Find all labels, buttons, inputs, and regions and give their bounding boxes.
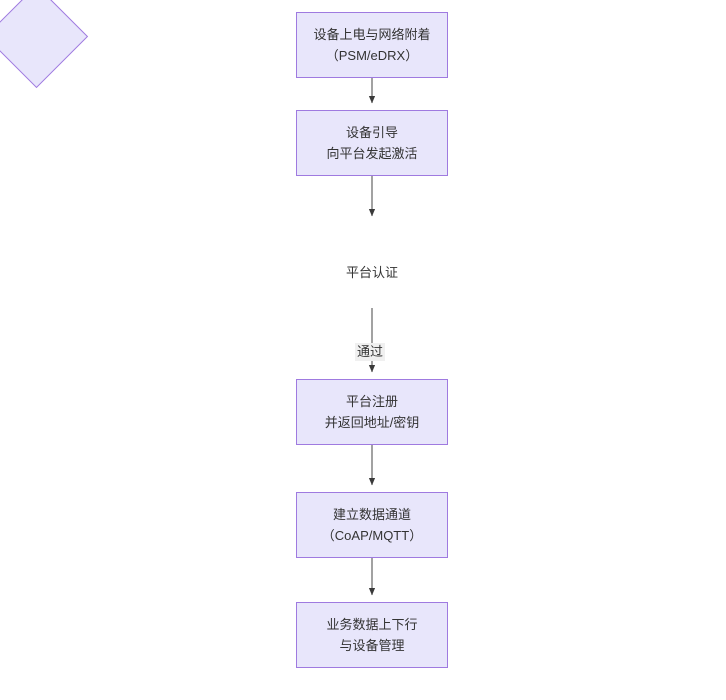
node-label-line2: 并返回地址/密钥 [324,415,420,430]
node-business-data-and-device-management[interactable]: 业务数据上下行 与设备管理 [296,602,448,668]
node-label-line1: 建立数据通道 [332,507,411,522]
node-label-platform-authentication: 平台认证 [345,264,398,280]
node-label-line2: 向平台发起激活 [326,146,418,161]
node-platform-authentication-decision[interactable] [0,0,89,89]
node-label-line1: 平台注册 [345,394,398,409]
node-label-line1: 业务数据上下行 [326,617,418,632]
node-label-line1: 设备引导 [345,125,398,140]
node-platform-registration[interactable]: 平台注册 并返回地址/密钥 [296,379,448,445]
node-label-line2: 与设备管理 [339,638,405,653]
node-label-line2: （CoAP/MQTT） [321,528,423,543]
node-device-bootstrap-activation[interactable]: 设备引导 向平台发起激活 [296,110,448,176]
node-establish-data-channel[interactable]: 建立数据通道 （CoAP/MQTT） [296,492,448,558]
node-power-on-network-attach[interactable]: 设备上电与网络附着 （PSM/eDRX） [296,12,448,78]
node-label-line1: 设备上电与网络附着 [313,27,431,42]
edge-label-pass: 通过 [355,343,386,361]
node-label-line2: （PSM/eDRX） [325,48,419,63]
